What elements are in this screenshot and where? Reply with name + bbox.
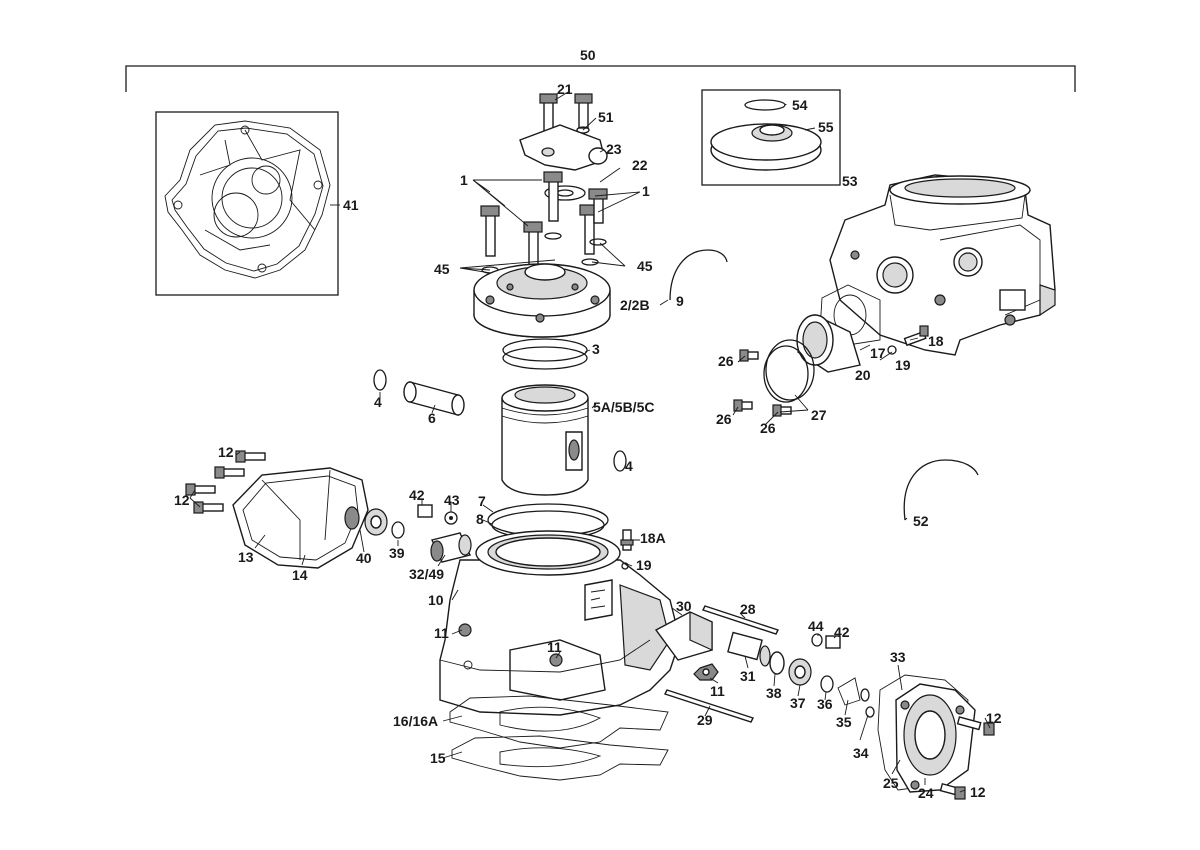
label-8: 8	[476, 511, 484, 527]
label-17: 17	[870, 345, 886, 361]
label-25: 25	[883, 775, 899, 791]
hose-52	[903, 459, 979, 521]
label-27: 27	[811, 407, 827, 423]
label-21: 21	[557, 81, 573, 97]
valve-bearings	[769, 633, 841, 693]
label-9: 9	[676, 293, 684, 309]
label-11-right: 11	[710, 683, 725, 699]
assembly-bracket	[125, 65, 1076, 92]
label-26-right: 26	[760, 420, 776, 436]
intake-manifold	[763, 284, 881, 403]
label-4-left: 4	[374, 394, 382, 410]
label-3: 3	[592, 341, 600, 357]
label-39: 39	[389, 545, 405, 561]
label-52: 52	[913, 513, 929, 529]
head-gasket	[502, 338, 588, 370]
cylinder-assembly	[829, 174, 1056, 356]
label-54: 54	[792, 97, 808, 113]
label-50: 50	[580, 47, 596, 63]
right-cover	[837, 674, 995, 800]
label-45-right: 45	[637, 258, 653, 274]
cylinder-head	[473, 263, 611, 338]
label-13: 13	[238, 549, 254, 565]
label-18a: 18A	[640, 530, 666, 546]
label-20: 20	[855, 367, 871, 383]
piston-pin	[373, 369, 627, 472]
label-11-center: 11	[547, 639, 562, 655]
label-40: 40	[356, 550, 372, 566]
shafts	[664, 605, 779, 723]
label-37: 37	[790, 695, 806, 711]
label-1-left: 1	[460, 172, 468, 188]
label-12-upper: 12	[218, 444, 234, 460]
label-38: 38	[766, 685, 782, 701]
label-29: 29	[697, 712, 713, 728]
label-12-lower: 12	[174, 492, 190, 508]
label-14: 14	[292, 567, 308, 583]
label-35: 35	[836, 714, 852, 730]
label-19-top: 19	[895, 357, 911, 373]
part-labels: 50 41 21 51 23 22 1 1 45 45 2/2B 9 3 54 …	[174, 47, 1002, 801]
label-15: 15	[430, 750, 446, 766]
power-valve-cover	[519, 93, 608, 201]
label-10: 10	[428, 592, 444, 608]
label-11-left: 11	[434, 625, 449, 641]
label-33: 33	[890, 649, 906, 665]
label-24: 24	[918, 785, 934, 801]
label-23: 23	[606, 141, 622, 157]
piston	[501, 384, 589, 496]
label-36: 36	[817, 696, 833, 712]
label-45-left: 45	[434, 261, 450, 277]
label-26-top: 26	[718, 353, 734, 369]
intake-bolts	[733, 349, 792, 417]
label-43: 43	[444, 492, 460, 508]
label-1-right: 1	[642, 183, 650, 199]
valve-actuator	[654, 611, 771, 681]
label-19-lower: 19	[636, 557, 652, 573]
side-cover	[185, 450, 388, 569]
left-valve-parts	[391, 504, 472, 563]
cylinder-fittings	[620, 529, 634, 570]
label-31: 31	[740, 668, 756, 684]
label-41: 41	[343, 197, 359, 213]
valve-box	[701, 89, 841, 186]
label-6: 6	[428, 410, 436, 426]
label-30: 30	[676, 598, 692, 614]
label-22: 22	[632, 157, 648, 173]
label-26-mid: 26	[716, 411, 732, 427]
label-12-right-bottom: 12	[970, 784, 986, 800]
label-53: 53	[842, 173, 858, 189]
label-16-16a: 16/16A	[393, 713, 438, 729]
label-2-2b: 2/2B	[620, 297, 650, 313]
label-28: 28	[740, 601, 756, 617]
label-4-right: 4	[625, 458, 633, 474]
label-51: 51	[598, 109, 614, 125]
label-55: 55	[818, 119, 834, 135]
hose-9	[669, 249, 728, 301]
label-42-left: 42	[409, 487, 425, 503]
base-gaskets	[449, 695, 669, 781]
label-12-right-top: 12	[986, 710, 1002, 726]
label-32-49: 32/49	[409, 566, 444, 582]
label-18: 18	[928, 333, 944, 349]
label-7: 7	[478, 493, 486, 509]
leader-lines	[189, 91, 991, 793]
head-bolts	[472, 171, 641, 273]
cylinder-body	[439, 530, 681, 716]
label-44: 44	[808, 618, 824, 634]
label-5a-5b-5c: 5A/5B/5C	[593, 399, 654, 415]
label-34: 34	[853, 745, 869, 761]
label-42-right: 42	[834, 624, 850, 640]
gasket-set-box	[155, 111, 339, 296]
